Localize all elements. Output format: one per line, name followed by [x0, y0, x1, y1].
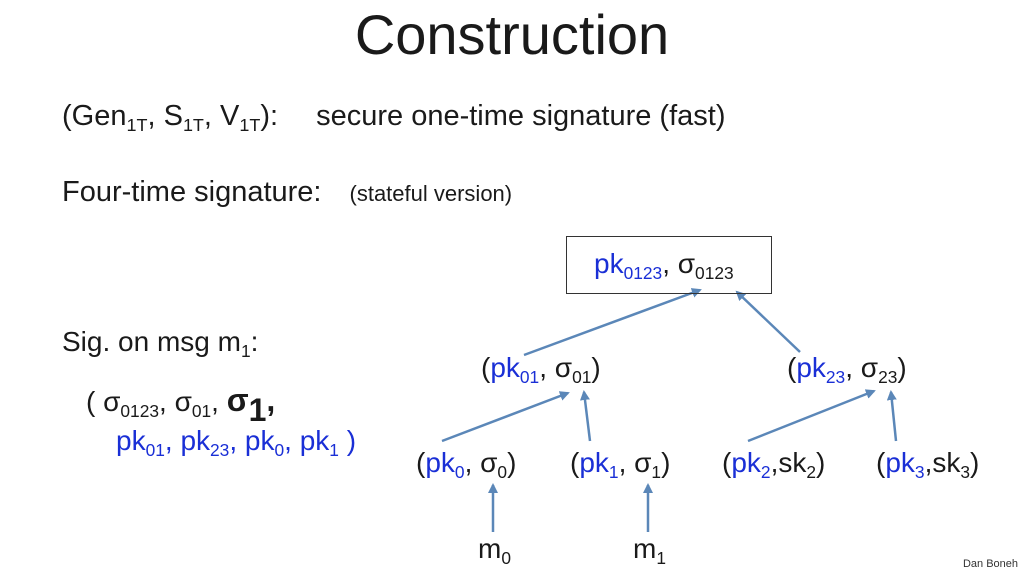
tree-node-1: (pk1, σ1) — [570, 447, 671, 482]
tree-node-01: (pk01, σ01) — [481, 352, 601, 387]
tree-node-root: pk0123, σ0123 — [594, 248, 734, 283]
four-time-signature-line: Four-time signature:(stateful version) — [62, 176, 513, 208]
one-time-signature-description: secure one-time signature (fast) — [316, 100, 726, 132]
tree-node-23: (pk23, σ23) — [787, 352, 907, 387]
arrow-n23-to-root — [735, 290, 801, 353]
arrow-n1-to-n01 — [580, 390, 592, 442]
arrow-n0-to-n01 — [441, 391, 570, 443]
signature-sigma-list: ( σ0123, σ01, σ1, — [86, 382, 276, 429]
arrow-n01-to-root — [523, 288, 702, 357]
slide-title: Construction — [354, 3, 670, 66]
author-credit: Dan Boneh — [962, 558, 1018, 570]
signature-pk-list: pk01, pk23, pk0, pk1 ) — [116, 425, 357, 460]
one-time-signature-line: (Gen1T, S1T, V1T):secure one-time signat… — [62, 100, 726, 135]
arrow-n2-to-n23 — [747, 389, 876, 443]
stateful-note: (stateful version) — [349, 181, 513, 206]
arrow-n3-to-n23 — [886, 390, 898, 442]
root-node-box — [566, 236, 772, 294]
tree-node-3: (pk3,sk3) — [876, 447, 980, 482]
message-m1: m1 — [633, 533, 666, 568]
signature-label: Sig. on msg m1: — [62, 326, 259, 361]
message-m0: m0 — [478, 533, 511, 568]
tree-node-2: (pk2,sk2) — [722, 447, 826, 482]
tree-node-0: (pk0, σ0) — [416, 447, 517, 482]
